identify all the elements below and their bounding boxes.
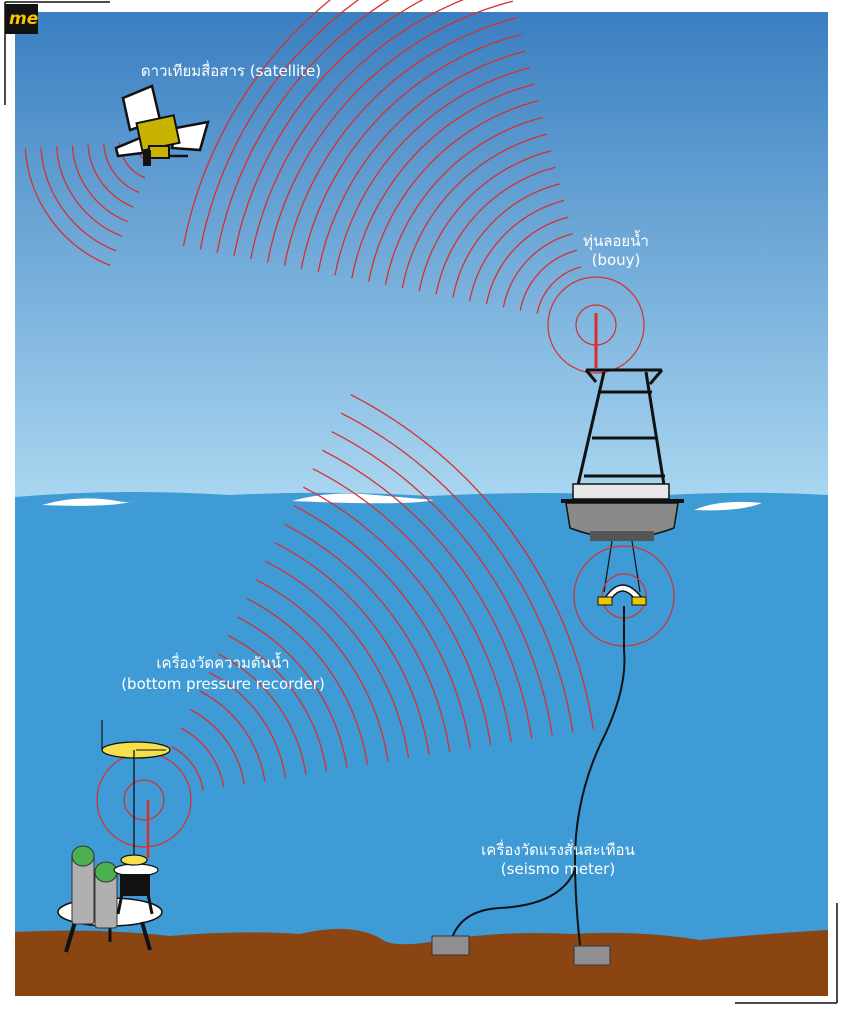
signal-arc <box>317 50 526 273</box>
label-buoy-english: (bouy) <box>592 251 641 269</box>
signal-arc <box>351 83 535 279</box>
signal-arc <box>485 216 569 305</box>
signal-arc <box>274 542 430 755</box>
signal-arc <box>322 449 533 739</box>
signal-arc <box>233 0 424 257</box>
svg-text:me: me <box>9 9 38 29</box>
signal-arc <box>24 148 111 267</box>
signal-arc <box>40 147 117 252</box>
signal-arc <box>237 616 348 768</box>
signal-arc <box>303 486 492 746</box>
signal-arc <box>246 597 369 765</box>
signal-arc <box>536 266 582 314</box>
signal-arc <box>170 745 204 791</box>
signal-arc <box>71 145 128 223</box>
signal-arc <box>350 394 595 729</box>
signal-arc <box>312 468 512 742</box>
seismometer-cable <box>451 869 576 939</box>
signal-arc <box>331 431 553 736</box>
label-bpr-english: (bottom pressure recorder) <box>121 675 325 693</box>
seabed <box>15 928 828 996</box>
signal-arc <box>182 0 332 247</box>
signal-arc <box>452 183 560 298</box>
signal-arc <box>180 727 225 788</box>
signal-arc <box>300 33 522 269</box>
buoy-uplink-arcs <box>182 0 582 314</box>
signal-arc <box>265 560 410 759</box>
signal-arc <box>283 17 518 266</box>
buoy <box>561 368 684 593</box>
signal-arc <box>469 199 565 302</box>
signal-arc <box>293 505 471 749</box>
satellite-signal-arcs <box>24 141 152 267</box>
signal-arc <box>255 579 389 762</box>
signal-arc <box>208 671 287 778</box>
signal-arc <box>216 0 390 253</box>
signal-arc <box>227 634 328 772</box>
mooring-cable <box>573 606 626 946</box>
signal-arc <box>368 100 539 282</box>
seismometer-box-right <box>573 945 611 966</box>
satellite-icon <box>114 84 210 166</box>
signal-arc <box>418 150 552 292</box>
signal-arc <box>340 412 574 733</box>
bottom-pressure-recorder <box>57 720 171 953</box>
bpr-uplink-arcs <box>170 394 595 791</box>
signal-arc <box>189 708 245 785</box>
label-seismometer-english: (seismo meter) <box>501 860 615 878</box>
signal-arc <box>284 523 451 752</box>
signal-arc <box>250 0 465 260</box>
label-bpr-thai: เครื่องวัดความดันน้ำ <box>156 652 289 672</box>
label-buoy-thai: ทุ่นลอยน้ำ <box>583 230 649 251</box>
signal-arc <box>199 690 266 782</box>
signal-arc <box>502 233 573 308</box>
signal-arc <box>199 0 360 250</box>
signal-arc <box>401 133 548 289</box>
label-seismometer-thai: เครื่องวัดแรงสั่นสะเทือน <box>481 839 635 859</box>
signal-arc <box>334 66 531 276</box>
signal-arc <box>103 143 140 194</box>
signal-arc <box>218 653 307 775</box>
signal-arc <box>87 144 134 208</box>
signal-arc <box>384 116 543 285</box>
sky <box>15 12 828 497</box>
signal-arc <box>519 249 577 311</box>
signal-arc <box>266 0 514 263</box>
signal-arc <box>55 146 123 237</box>
brand-logo: me <box>5 4 38 34</box>
label-satellite: ดาวเทียมสื่อสาร (satellite) <box>141 60 321 80</box>
seismometer-box-left <box>431 935 470 956</box>
signal-arc <box>435 166 556 295</box>
buoy-transducer <box>597 584 647 606</box>
